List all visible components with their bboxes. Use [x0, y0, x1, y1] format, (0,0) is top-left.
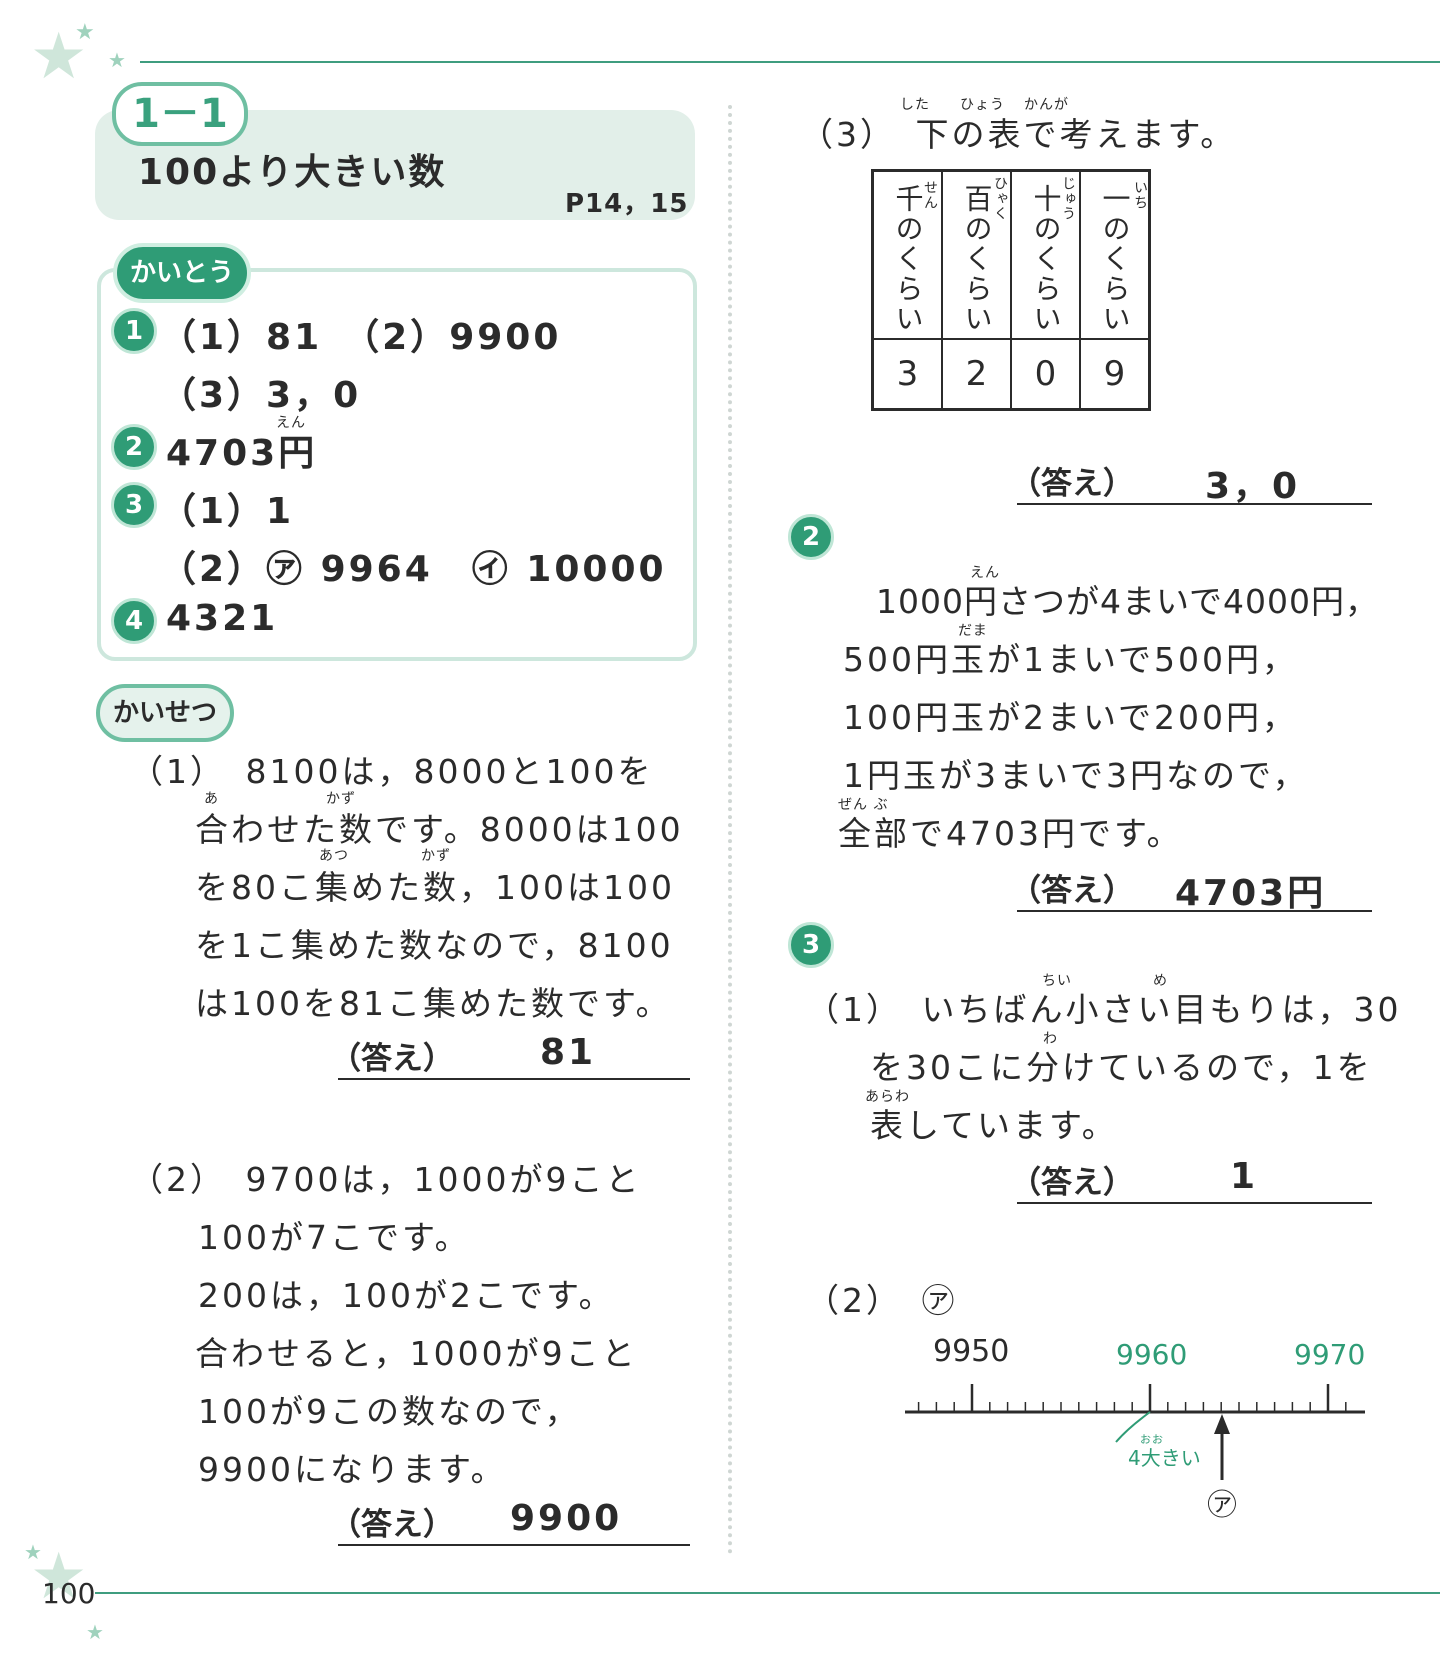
star-icon: ★ [86, 1620, 104, 1644]
explanation-line: 1000円さつが4まいで4000円， [876, 582, 1379, 621]
page-title: 100より大きい数 [138, 152, 447, 193]
ruby-text: かず [421, 848, 451, 864]
ruby-text: ひょう [960, 97, 1005, 113]
explanation-line: 表しています。 [870, 1106, 1118, 1145]
top-rule [140, 61, 1440, 63]
star-icon: ★ [30, 1540, 88, 1614]
ruby-text: あ [204, 791, 219, 807]
ruby-text: だま [958, 623, 988, 639]
explanation-line: （1） いちばん小さい目もりは，30 [806, 990, 1402, 1029]
explanation-line: 9900になります。 [198, 1450, 507, 1489]
ruby-text: ひゃく [992, 176, 1008, 221]
explanation-line: （2） ㋐ [806, 1281, 958, 1320]
answer-line: （2）㋐ 9964 ㋑ 10000 [160, 549, 667, 590]
answer-underline [338, 1078, 690, 1080]
ruby-text: かず [326, 791, 356, 807]
ruby-text: かんが [1024, 97, 1069, 113]
answer-value: 3，0 [1205, 466, 1301, 507]
unit-number: 1－1 [112, 82, 248, 146]
answer-value: 9900 [510, 1498, 623, 1539]
ruby-text: おお [1140, 1433, 1164, 1446]
answer-value: 1 [1230, 1156, 1259, 1197]
star-icon: ★ [108, 48, 126, 72]
answer-label: （答え） [1010, 466, 1134, 502]
ruby-text: した [900, 97, 930, 113]
explanation-line: は100を81こ集めた数です。 [195, 984, 672, 1023]
answer-label: （答え） [330, 1507, 454, 1543]
table-header: 一のくらい [1079, 169, 1151, 340]
explanation-line: を80こ集めた数，100は100 [195, 868, 675, 907]
answer-label: （答え） [1010, 1165, 1134, 1201]
page-reference: P14，15 [565, 189, 689, 219]
question-number-badge: 1 [111, 308, 157, 354]
column-divider [728, 105, 732, 1555]
answer-line: （3）3，0 [160, 375, 362, 416]
explanation-line: 200は，100が2こです。 [198, 1276, 615, 1315]
answer-value: 81 [540, 1032, 597, 1073]
number-line-label: 9950 [933, 1334, 1010, 1369]
question-number-badge: 4 [111, 598, 157, 644]
question-number-badge: 3 [111, 482, 157, 528]
explanation-label: かいせつ [96, 684, 234, 742]
answer-line: （1）1 [160, 491, 295, 532]
place-value-table: 千のくらい 百のくらい 十のくらい 一のくらい 3 2 0 9 [871, 169, 1151, 411]
explanation-line: （2） 9700は，1000が9こと [130, 1160, 642, 1199]
ruby-text: せん [922, 180, 938, 210]
star-icon: ★ [75, 20, 95, 45]
answer-line: （1）81 （2）9900 [160, 317, 562, 358]
question-number-badge: 3 [788, 922, 834, 968]
star-icon: ★ [24, 1540, 42, 1564]
answer-underline [1017, 503, 1372, 505]
number-line-marker: ㋐ [1207, 1488, 1237, 1523]
answer-box [97, 268, 697, 661]
ruby-text: ちい [1042, 973, 1072, 989]
answer-underline [1017, 910, 1372, 912]
page-number: 100 [42, 1577, 96, 1610]
table-header: 千のくらい [871, 169, 943, 340]
table-header: 百のくらい [941, 169, 1012, 340]
explanation-line: 1円玉が3まいで3円なので， [843, 756, 1309, 795]
answer-label: （答え） [1010, 873, 1134, 909]
number-line-label: 9960 [1116, 1338, 1188, 1371]
explanation-line: 100が9この数なので， [198, 1392, 581, 1431]
explanation-line: 合わせた数です。8000は100 [195, 810, 684, 849]
question-number-badge: 2 [788, 514, 834, 560]
explanation-line: を30こに分けているので，1を [870, 1048, 1373, 1087]
answer-line: 4703円 [166, 433, 318, 474]
explanation-line: （3） 下の表で考えます。 [800, 115, 1237, 154]
bottom-rule [95, 1592, 1440, 1594]
ruby-text: えん [276, 415, 306, 431]
table-header: 十のくらい [1010, 169, 1081, 340]
table-cell: 9 [1079, 338, 1151, 411]
explanation-line: を1こ集めた数なので，8100 [195, 926, 674, 965]
explanation-line: 合わせると，1000が9こと [195, 1334, 638, 1373]
number-line-note: 4大きい [1128, 1446, 1201, 1470]
answer-underline [1017, 1202, 1372, 1204]
answer-underline [338, 1544, 690, 1546]
answer-line: 4321 [166, 598, 279, 639]
star-icon: ★ [30, 20, 88, 94]
answer-label: かいとう [113, 243, 251, 303]
answer-value: 4703円 [1175, 873, 1327, 914]
ruby-text: あらわ [865, 1089, 910, 1105]
explanation-line: 100が7こです。 [198, 1218, 471, 1257]
table-cell: 3 [871, 338, 943, 411]
ruby-text: め [1153, 973, 1168, 989]
ruby-text: えん [970, 565, 1000, 581]
explanation-line: 500円玉が1まいで500円， [843, 640, 1298, 679]
table-cell: 0 [1010, 338, 1081, 411]
explanation-line: （1） 8100は，8000と100を [130, 752, 654, 791]
table-cell: 2 [941, 338, 1012, 411]
question-number-badge: 2 [111, 424, 157, 470]
explanation-line: 全部で4703円です。 [838, 814, 1183, 853]
ruby-text: わ [1043, 1031, 1058, 1047]
ruby-text: じゅう [1060, 176, 1076, 221]
ruby-text: ぜん ぶ [838, 797, 889, 813]
ruby-text: いち [1132, 180, 1148, 210]
number-line-label: 9970 [1294, 1338, 1366, 1371]
answer-label: （答え） [330, 1041, 454, 1077]
ruby-text: あつ [319, 848, 349, 864]
number-line [905, 1384, 1365, 1480]
explanation-line: 100円玉が2まいで200円， [843, 698, 1298, 737]
